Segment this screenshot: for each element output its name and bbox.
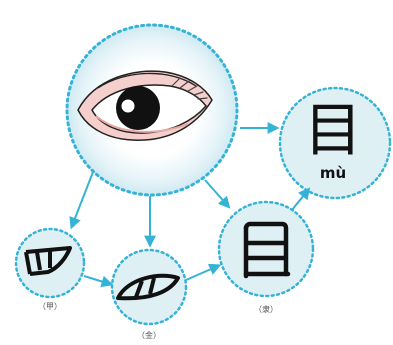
flow-arrows [69,122,311,288]
bronze-node: （金） [110,248,188,340]
oracle-caption: （甲） [38,302,62,311]
eye-illustration-icon [77,70,213,141]
arrow-clerical-to-modern [291,187,311,211]
bronze-caption: （金） [137,330,161,340]
modern-character: 目 [304,96,362,164]
oracle-bone-eye-glyph-icon [24,246,72,276]
modern-pinyin: mù [320,164,346,182]
arrow-to-oracle [69,171,94,230]
modern-node: 目 mù [278,86,392,200]
arrow-to-clerical [204,179,231,209]
oracle-node: （甲） [14,227,86,311]
clerical-caption: （隶） [254,304,278,314]
pictograph-node [65,23,239,197]
clerical-node: （隶） [217,200,315,314]
bronze-eye-glyph-icon [116,273,180,301]
clerical-mu-glyph-icon [243,221,291,279]
arrow-oracle-to-bronze [83,275,114,288]
arrow-bronze-to-clerical [185,263,222,281]
